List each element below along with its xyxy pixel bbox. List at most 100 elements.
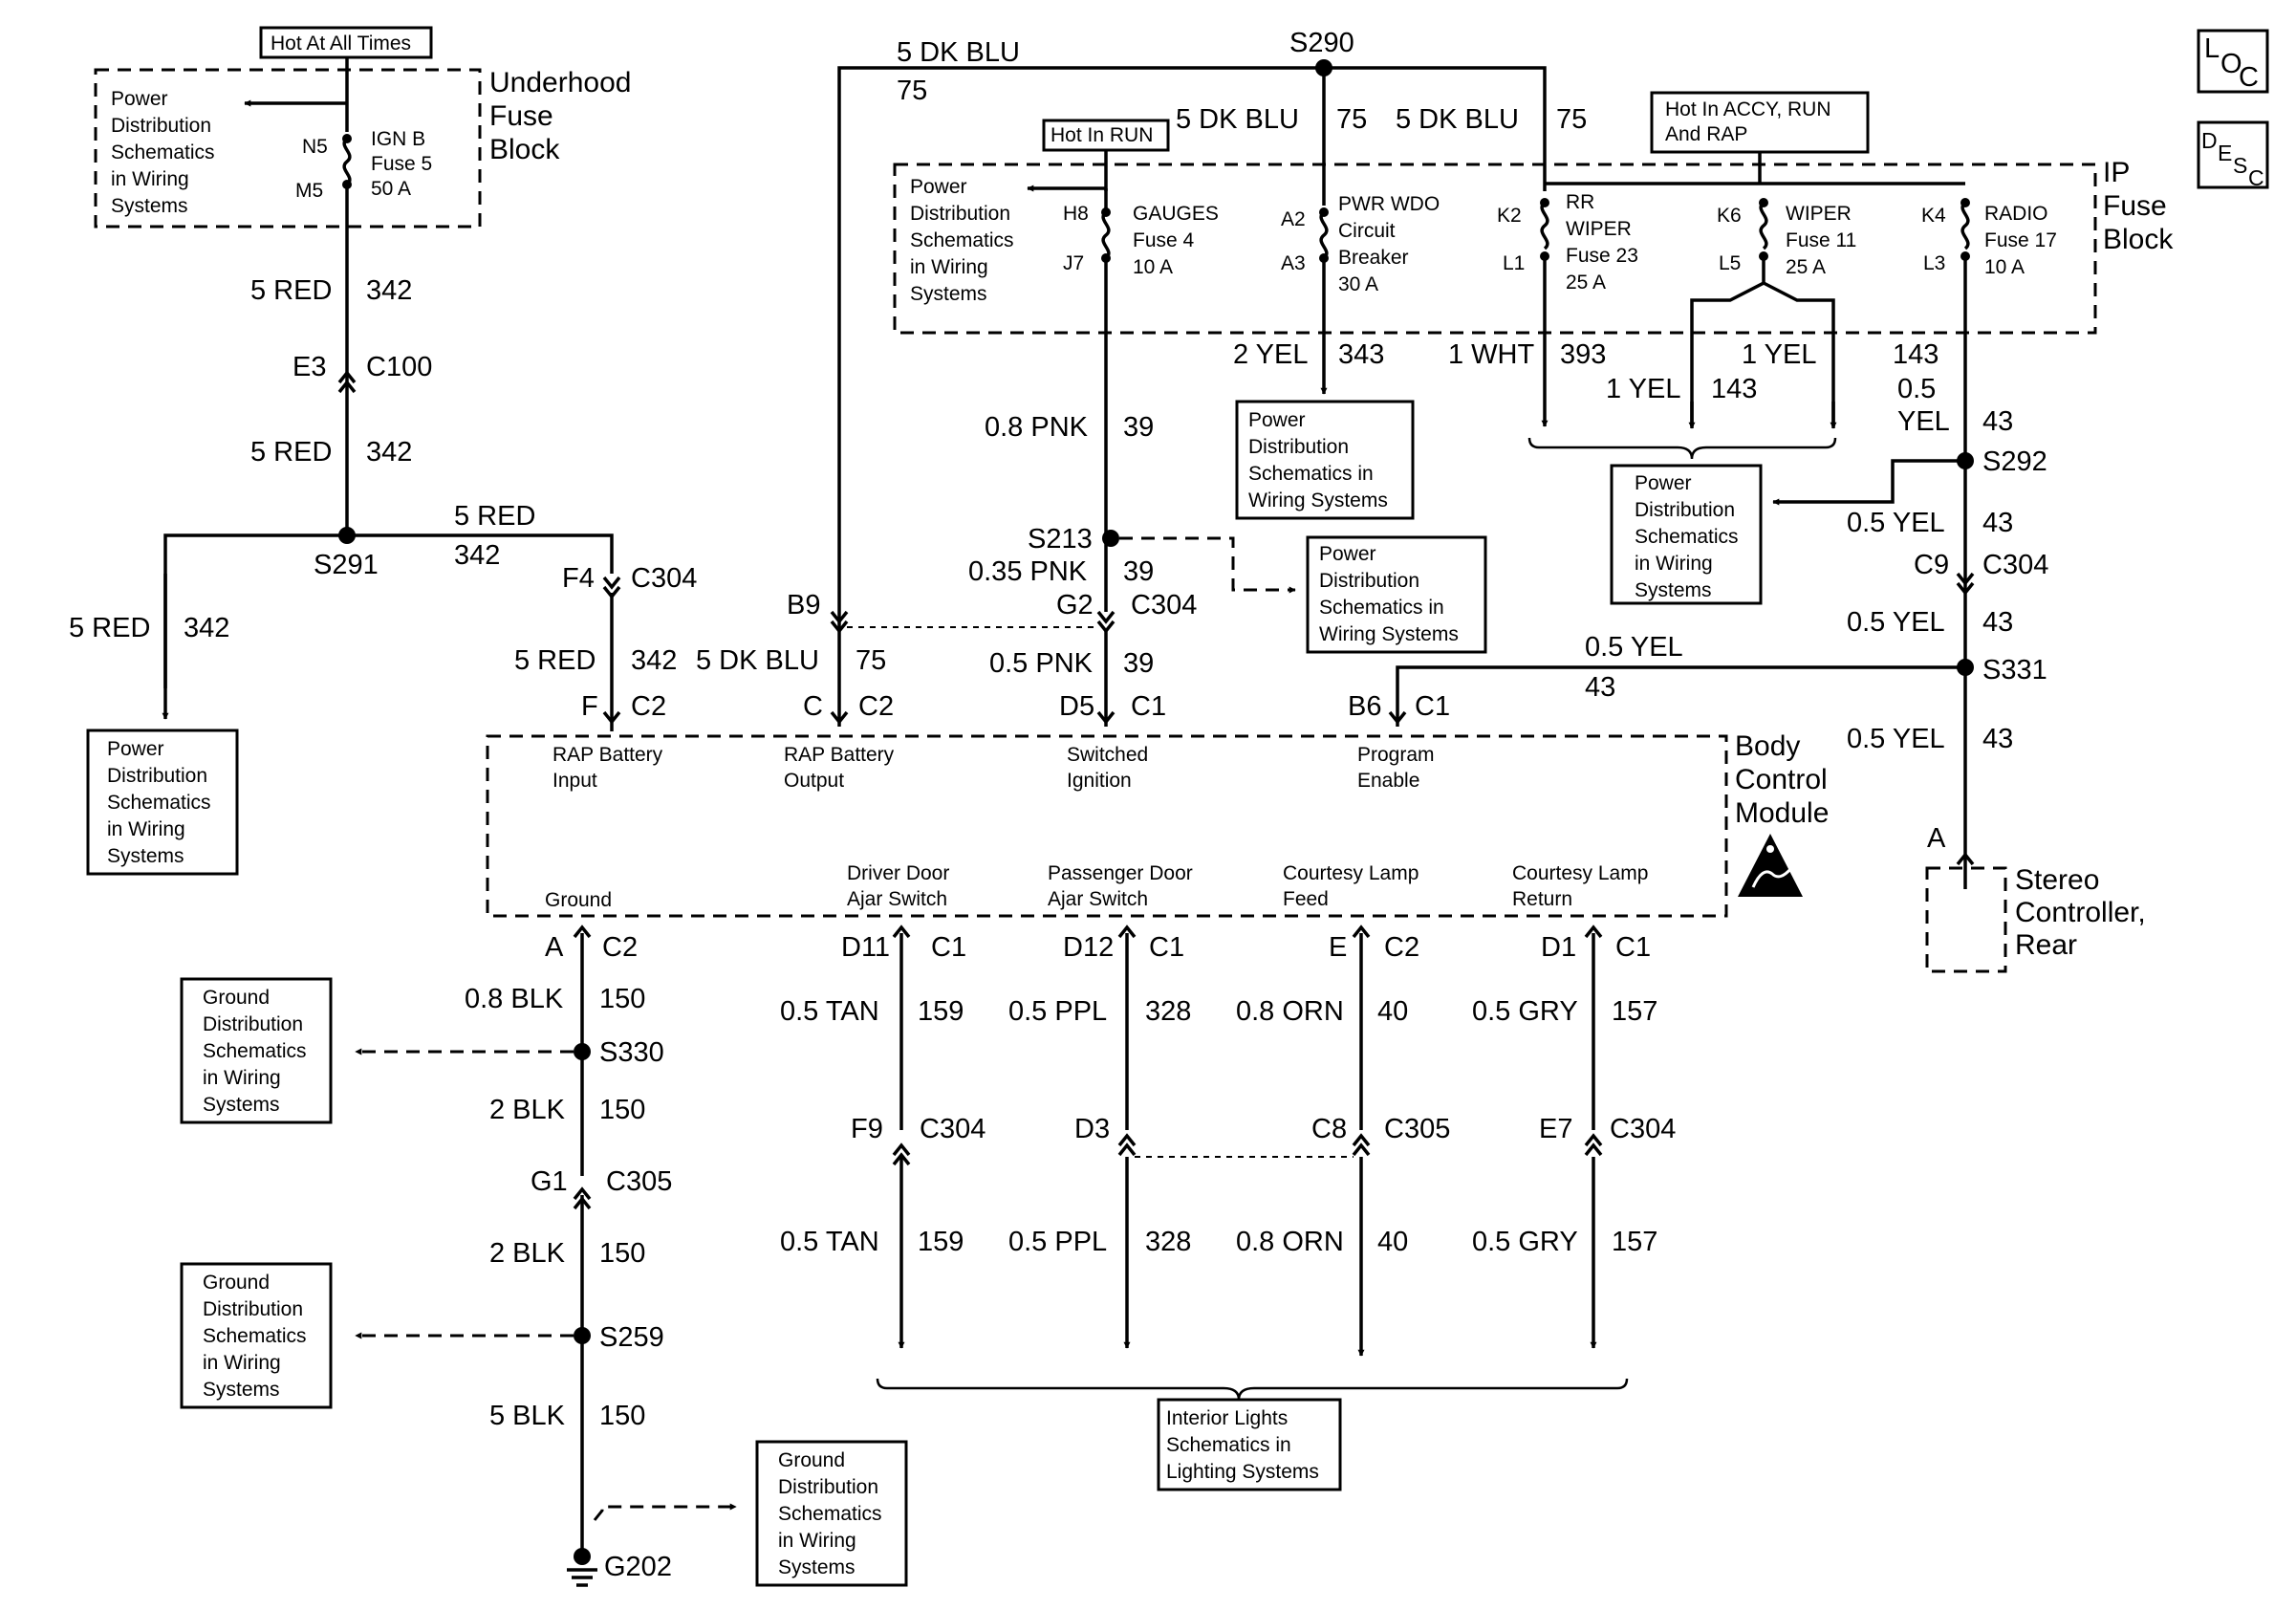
modules-underhood-label: Underhood [489,67,631,98]
connectors-e7-label: E7 [1539,1114,1572,1144]
splices-g202-label: G202 [604,1552,672,1582]
gd-ref-s259[interactable] [180,1262,333,1409]
wires-c159-label: 159 [918,996,964,1027]
ref-boxes-gd-label: Systems [778,1556,856,1578]
pd-ref-s291[interactable] [86,729,239,876]
wires-c343-label: 343 [1338,339,1384,370]
ref-boxes-gd-label: Distribution [203,1013,303,1035]
splices-s331-label: S331 [1982,655,2047,685]
gd-ref-g202[interactable] [755,1440,908,1587]
ref-boxes-pd-label: Distribution [1635,499,1735,521]
ip-fuse-block-outline [893,163,2097,335]
modules-ip-label: Fuse [2103,190,2167,222]
wires-yelA-label: 0.5 [1897,374,1936,404]
connectors-c9-label: C9 [1914,550,1949,580]
bcm-pins-sw-ign-label: Ignition [1067,770,1132,792]
bcm-pin-program-enable: Program Enable [1357,744,1435,792]
body-control-module-outline [486,734,1728,918]
wires-dkblu5-label: 5 DK BLU [1396,104,1519,135]
fuses-radio-text-label: 10 A [1984,256,2025,278]
bcm-pins-rap-out-label: RAP Battery [784,744,895,766]
label-label: D [2201,128,2218,153]
connectors-e3-label: E3 [292,352,326,382]
ref-boxes-gd-label: Ground [778,1449,845,1471]
ref-boxes-pd2-label: Power [1248,409,1306,431]
underhood-fuse-block-outline [94,68,482,228]
bcm-pin-rap-battery-input: RAP Battery Input [552,744,663,792]
fuses-rrwiper-text-label: RR [1566,191,1594,213]
splices-s291-label: S291 [314,550,379,580]
fuses-ignb-text-label: IGN B [371,128,425,150]
interior-lights-ref[interactable] [1157,1398,1342,1491]
wires-yel05-label: 0.5 YEL [1585,632,1683,663]
fuses-pwrwdo-text-label: 30 A [1338,273,1378,295]
bcm-pin-driver-door: Driver Door Ajar Switch [847,862,949,910]
connectors-c-label: C [803,691,823,722]
ref-boxes-gd-label: Ground [203,1272,270,1294]
wires-c43-label: 43 [1982,724,2013,754]
wires-orn08-label: 0.8 ORN [1236,1227,1344,1257]
wires-c43-label: 43 [1982,508,2013,538]
breaker-pwr-wdo: A2 A3 PWR WDO Circuit Breaker 30 A [1281,193,1440,295]
wires-c40-label: 40 [1377,996,1408,1027]
wires-yel05-label: 0.5 YEL [1847,724,1945,754]
bcm-pins-cl-feed-label: Courtesy Lamp [1283,862,1419,884]
connectors-c304-label: C304 [920,1114,986,1144]
loc-icon[interactable]: L O C [2197,29,2269,94]
bcm-pin-courtesy-return: Courtesy Lamp Return [1512,862,1648,910]
ref-boxes-pd2-label: Schematics in [1319,597,1444,619]
connectors-c1-label: C1 [931,932,966,963]
label-label: S [2233,153,2247,178]
ref-boxes-pd-label: Systems [1635,579,1712,601]
pd-ref-ip[interactable]: Power Distribution Schematics in Wiring … [910,176,1014,305]
ref-boxes-gd-label: Schematics [203,1040,307,1062]
wires-c75-label: 75 [856,645,886,676]
fuses-rrwiper-top-pin-label: K2 [1497,205,1522,227]
modules-bcm-label: Module [1735,797,1829,829]
connectors-a-label: A [545,932,564,963]
bcm-pins-rap-in-label: RAP Battery [552,744,663,766]
modules-bcm-label: Control [1735,764,1828,795]
ref-boxes-pd-label: Schematics [107,792,211,814]
wires-orn08-label: 0.8 ORN [1236,996,1344,1027]
fuses-ignb-text-label: Fuse 5 [371,153,432,175]
gd-ref-s330[interactable] [180,977,333,1124]
wires-c328-label: 328 [1145,996,1191,1027]
connectors-c304-label: C304 [1982,550,2048,580]
fuses-pwrwdo-text-label: Breaker [1338,247,1409,269]
wires-c342-label: 342 [366,275,412,306]
fuses-radio-text-label: RADIO [1984,203,2048,225]
fuses-ignb-top-pin-label: N5 [302,136,328,158]
desc-icon[interactable]: D E S C [2197,120,2269,190]
connectors-e-label: E [1329,932,1347,963]
ip-fuse-block-label: IP Fuse Block [2103,157,2174,255]
hot-labels-accy-run-rap-label: And RAP [1665,123,1747,145]
wires-yel05-label: 0.5 YEL [1847,607,1945,638]
ref-boxes-pd2-label: Wiring Systems [1248,490,1388,511]
splices-s330-label: S330 [599,1037,664,1068]
wires-c143-label: 143 [1893,339,1939,370]
connectors-c1-label: C1 [1131,691,1166,722]
bcm-pins-passenger-label: Ajar Switch [1048,888,1148,910]
connectors-c305-label: C305 [1384,1114,1450,1144]
fuses-gauges-top-pin-label: H8 [1063,203,1089,225]
ref-boxes-gd-label: Distribution [203,1298,303,1320]
wires-yel2-label: 2 YEL [1233,339,1308,370]
pd-ref-underhood[interactable]: Power Distribution Schematics in Wiring … [111,88,215,217]
wires-blk2-label: 2 BLK [489,1238,566,1269]
wires-yelB-label: YEL [1897,406,1950,437]
fuses-rrwiper-text-label: Fuse 23 [1566,245,1638,267]
pd-ref-s213[interactable] [1306,535,1487,654]
ref-boxes-pd-label: Systems [910,283,987,305]
hot-accy-run-rap-box [1650,91,1870,154]
ref-boxes-pd-label: in Wiring [111,168,189,190]
label-label: E [2218,141,2232,165]
connectors-f4-label: F4 [562,563,595,594]
connectors-g1-label: G1 [531,1166,568,1197]
pd-ref-s292[interactable] [1610,464,1763,605]
ref-boxes-pd-label: Distribution [910,203,1010,225]
pd-ref-pwr-wdo[interactable] [1235,400,1415,520]
fuses-gauges-bottom-pin-label: J7 [1063,252,1084,274]
wires-ppl05-label: 0.5 PPL [1008,1227,1107,1257]
ref-boxes-pd2-label: Distribution [1248,436,1349,458]
